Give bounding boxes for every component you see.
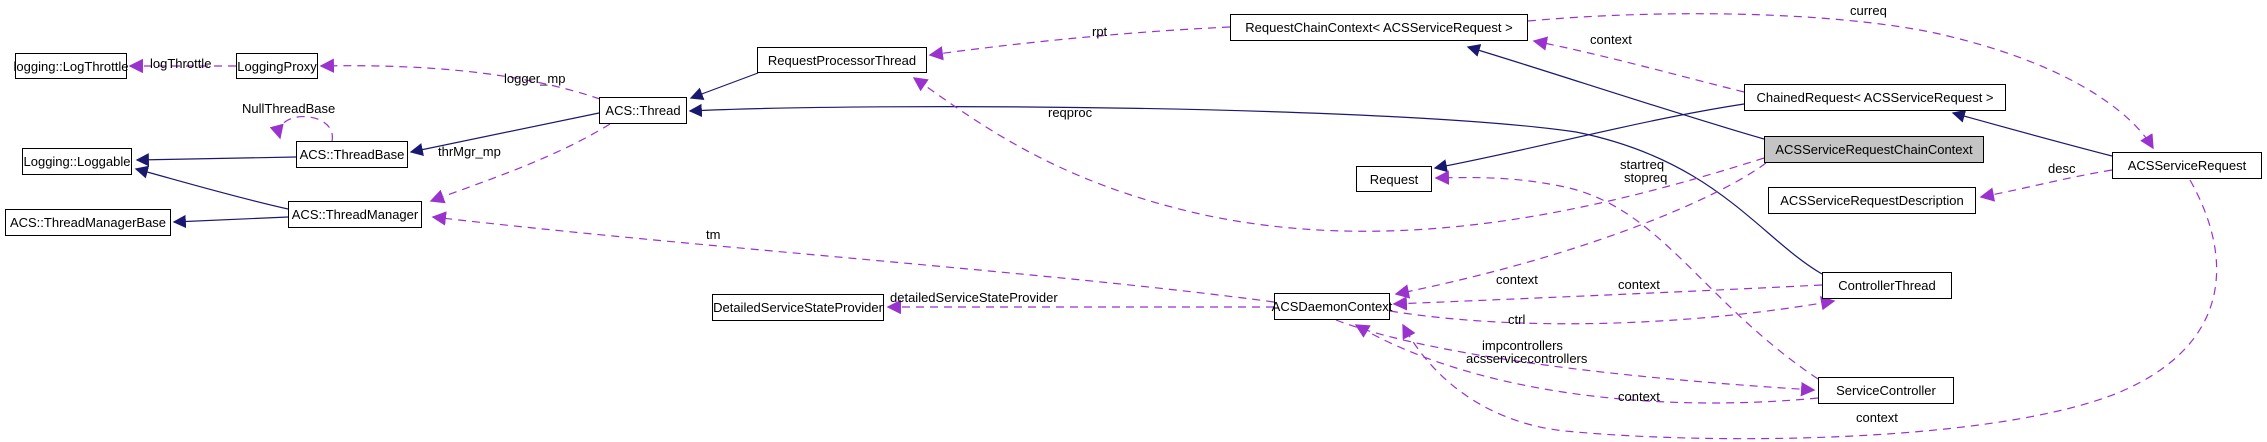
node-acsservicerequestdescription[interactable]: ACSServiceRequestDescription — [1768, 187, 1976, 214]
edge-label-context-servicecontroller: context — [1618, 389, 1660, 404]
node-acs-threadbase[interactable]: ACS::ThreadBase — [296, 141, 408, 168]
edge-usage-context-chaincontext — [1394, 162, 1767, 299]
edge-label-logthrottle: logThrottle — [150, 56, 212, 71]
edge-label-logger-mp: logger_mp — [504, 71, 566, 86]
edge-usage-startreq-stopreq — [1434, 170, 1819, 380]
edge-inherit-thread-threadbase — [409, 112, 600, 157]
edge-usage-context-chainedrequest — [1532, 36, 1745, 93]
node-request[interactable]: Request — [1356, 166, 1432, 192]
node-chainedrequest[interactable]: ChainedRequest< ACSServiceRequest > — [1744, 84, 2006, 111]
edge-label-context-acsservicerequest: context — [1856, 410, 1898, 425]
edge-label-reqproc: reqproc — [1048, 105, 1093, 120]
node-acsservicerequestchaincontext: ACSServiceRequestChainContext — [1764, 136, 1984, 163]
edge-usage-rpt — [928, 26, 1231, 61]
edge-label-stopreq: stopreq — [1624, 170, 1668, 185]
node-logging-loggable[interactable]: Logging::Loggable — [22, 148, 132, 175]
edge-usage-curreq — [1527, 13, 2154, 150]
edge-inherit-controllerthread-thread — [688, 103, 1823, 275]
edge-label-acsservicecontrollers: acsservicecontrollers — [1466, 351, 1588, 366]
edge-inherit-requestprocessorthread-thread — [689, 72, 759, 101]
edge-inherit-threadmanager-loggable — [134, 165, 289, 210]
node-acs-threadmanagerbase[interactable]: ACS::ThreadManagerBase — [5, 209, 171, 236]
node-acsservicerequest[interactable]: ACSServiceRequest — [2112, 152, 2262, 179]
edge-label-desc: desc — [2048, 161, 2076, 176]
edge-usage-context-acsservicerequest — [1402, 179, 2218, 440]
edge-label-nullthreadbase: NullThreadBase — [242, 101, 336, 116]
edge-label-context-chained: context — [1590, 32, 1632, 47]
node-detailedservicestateprovider[interactable]: DetailedServiceStateProvider — [712, 294, 884, 321]
edge-inherit-acsservicerequest-chainedrequest — [1951, 109, 2113, 157]
edge-inherit-threadbase-loggable — [135, 153, 297, 167]
edge-label-ctrl: ctrl — [1508, 312, 1526, 327]
edge-usage-tm — [431, 211, 1275, 303]
edge-usage-thrmgr-mp — [429, 123, 611, 204]
node-loggingproxy[interactable]: LoggingProxy — [236, 53, 318, 79]
edge-label-startreq: startreq — [1620, 157, 1665, 172]
edge-inherit-chainedrequest-request — [1433, 103, 1745, 173]
edge-label-context-chaincontext: context — [1496, 272, 1538, 287]
node-logging-logthrottle[interactable]: logging::LogThrottle — [14, 53, 128, 79]
edge-usage-desc — [1979, 169, 2113, 202]
node-requestchaincontext[interactable]: RequestChainContext< ACSServiceRequest > — [1230, 14, 1528, 41]
edge-label-context-controllerthread: context — [1618, 277, 1660, 292]
edge-label-tm: tm — [706, 227, 721, 242]
node-requestprocessorthread[interactable]: RequestProcessorThread — [757, 47, 927, 73]
edge-usage-logger-mp — [319, 58, 601, 100]
edge-inherit-chaincontext-requestchaincontext — [1466, 44, 1765, 140]
edge-usage-impcontrollers — [1335, 319, 1816, 397]
edge-usage-reqproc — [912, 77, 1765, 232]
node-acsdaemoncontext[interactable]: ACSDaemonContext — [1272, 293, 1392, 320]
node-acs-threadmanager[interactable]: ACS::ThreadManager — [288, 201, 422, 228]
edge-usage-ctrl — [1389, 296, 1836, 325]
node-acs-thread[interactable]: ACS::Thread — [599, 97, 687, 124]
edge-usage-nullthreadbase-selfloop — [269, 116, 333, 142]
edge-inherit-threadmanager-threadmanagerbase — [172, 214, 289, 229]
edge-usage-context-controllerthread — [1392, 284, 1823, 311]
node-controllerthread[interactable]: ControllerThread — [1822, 272, 1952, 299]
edge-label-curreq: curreq — [1850, 3, 1887, 18]
edge-label-detailedservicestateprovider: detailedServiceStateProvider — [890, 290, 1058, 305]
edge-label-impcontrollers: impcontrollers — [1482, 338, 1563, 353]
edge-label-rpt: rpt — [1092, 24, 1108, 39]
node-servicecontroller[interactable]: ServiceController — [1818, 377, 1954, 404]
edge-label-thrmgr-mp: thrMgr_mp — [438, 144, 501, 159]
